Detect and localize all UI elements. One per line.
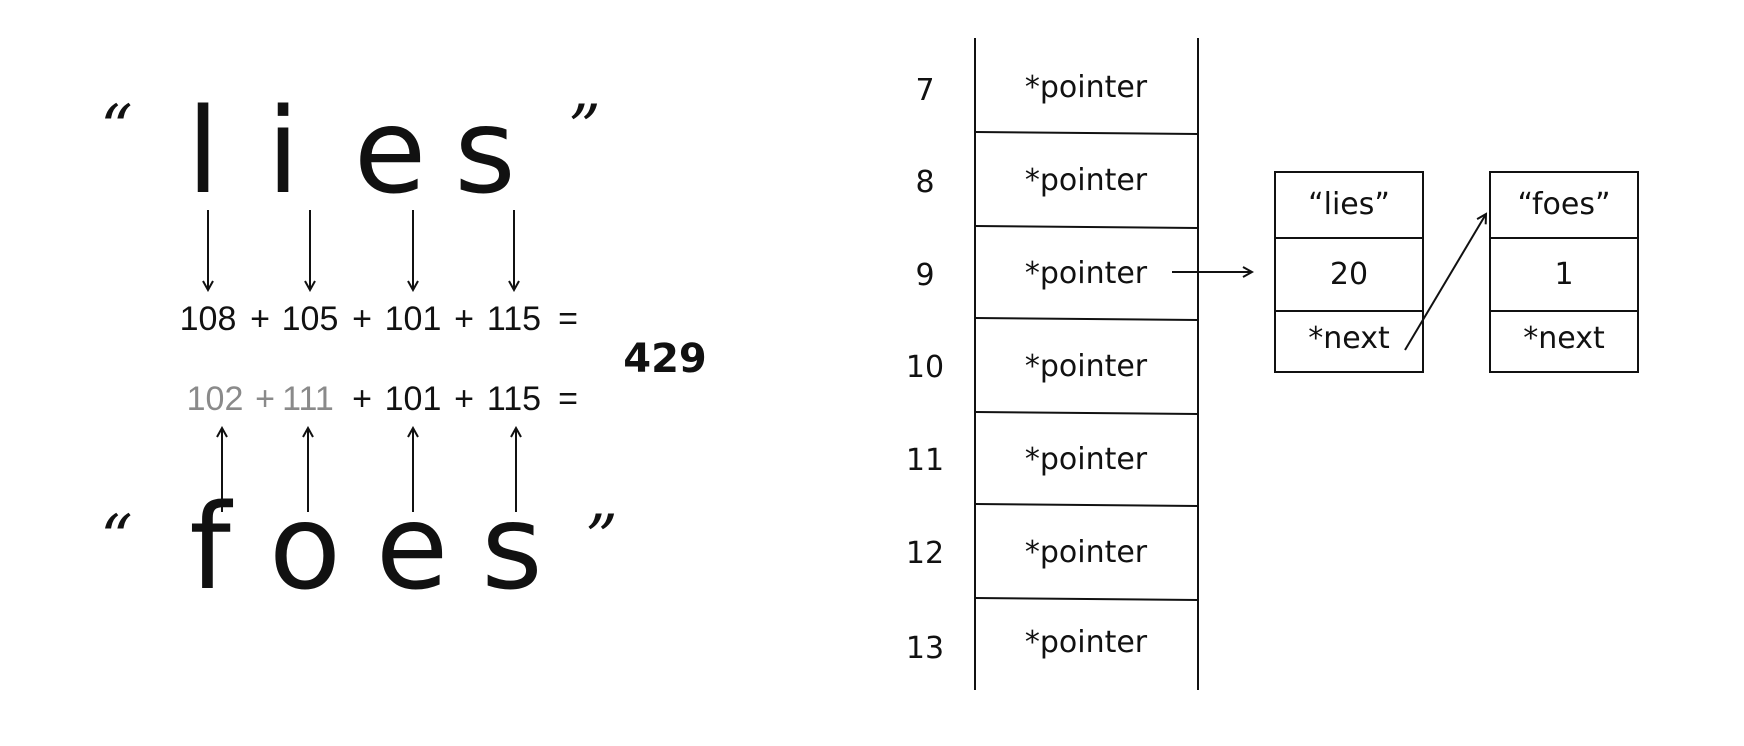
table-row-divider: [974, 411, 1199, 415]
eq-top-plus: +: [250, 300, 270, 338]
bottom-letter-s: s: [481, 478, 542, 616]
top-letter-e: e: [354, 82, 427, 220]
table-cell-pointer: *pointer: [1025, 70, 1148, 105]
table-row-index: 13: [906, 631, 944, 666]
top-open-quote: “: [100, 92, 133, 166]
linked-list-node-foes: “foes” 1 *next: [1489, 171, 1639, 373]
table-cell-pointer: *pointer: [1025, 535, 1148, 570]
hash-table: 7 8 9 10 11 12 13 *pointer *pointer *poi…: [906, 38, 1199, 690]
eq-bottom-term: 101: [385, 380, 442, 418]
eq-top-term: 115: [487, 300, 541, 338]
arrow-next-to-node: [1404, 214, 1486, 351]
table-cell-pointer: *pointer: [1025, 349, 1148, 384]
top-letter-s: s: [454, 82, 515, 220]
table-row-index: 12: [906, 536, 944, 571]
node-key: “lies”: [1308, 187, 1390, 222]
eq-bottom-plus: +: [454, 380, 474, 418]
table-row-index: 10: [906, 350, 944, 385]
table-row-index: 9: [915, 258, 934, 293]
table-row-divider: [974, 503, 1199, 507]
node-value: 20: [1330, 257, 1368, 292]
bottom-letter-o: o: [269, 478, 341, 616]
eq-bottom-term: 115: [487, 380, 541, 418]
top-letter-l: l: [187, 82, 220, 220]
table-cell-pointer: *pointer: [1025, 442, 1148, 477]
eq-bottom-plus: +: [255, 380, 275, 418]
node-key: “foes”: [1517, 187, 1610, 222]
table-row-divider: [974, 317, 1199, 321]
table-row-divider: [974, 225, 1199, 229]
node-box: [1489, 171, 1639, 373]
equation-top: 108 + 105 + 101 + 115 =: [180, 300, 578, 338]
table-cell-pointer: *pointer: [1025, 163, 1148, 198]
bottom-letter-e: e: [376, 478, 449, 616]
eq-top-plus: +: [352, 300, 372, 338]
table-row-index: 7: [915, 73, 934, 108]
eq-bottom-term: 102: [187, 380, 244, 418]
bottom-letter-f: f: [189, 478, 233, 616]
node-box: [1274, 171, 1424, 373]
linked-list-node-lies: “lies” 20 *next: [1274, 171, 1424, 373]
eq-bottom-term: 111: [282, 380, 334, 418]
eq-top-term: 108: [180, 300, 237, 338]
eq-top-plus: +: [454, 300, 474, 338]
table-row-index: 11: [906, 443, 944, 478]
node-next: *next: [1308, 321, 1390, 356]
eq-top-term: 105: [282, 300, 339, 338]
hash-computation: “ l i e s ” 108 + 105 + 101 + 115 = 429 …: [100, 82, 707, 616]
eq-bottom-plus: +: [352, 380, 372, 418]
node-next: *next: [1523, 321, 1605, 356]
top-letter-i: i: [267, 82, 300, 220]
eq-top-equals: =: [558, 300, 578, 338]
table-row-index: 8: [915, 165, 934, 200]
table-cell-pointer: *pointer: [1025, 625, 1148, 660]
equation-bottom: 102 + 111 + 101 + 115 =: [187, 380, 578, 418]
bottom-close-quote: ”: [585, 502, 618, 576]
top-close-quote: ”: [568, 92, 601, 166]
hash-result: 429: [623, 336, 707, 382]
table-cell-pointer: *pointer: [1025, 256, 1148, 291]
eq-bottom-equals: =: [558, 380, 578, 418]
table-row-divider: [974, 131, 1199, 135]
eq-top-term: 101: [385, 300, 442, 338]
table-row-divider: [974, 597, 1199, 601]
bottom-open-quote: “: [100, 502, 133, 576]
node-value: 1: [1554, 257, 1573, 292]
